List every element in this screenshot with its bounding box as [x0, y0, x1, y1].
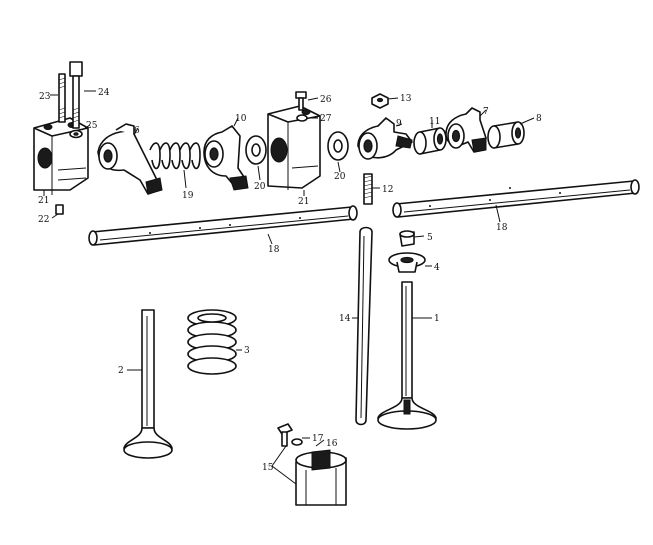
- label-27: 27: [320, 114, 332, 124]
- washer-25: [69, 129, 83, 139]
- rocker-pedestal-center: [267, 105, 321, 190]
- valve-2: [123, 309, 173, 459]
- label-15: 15: [262, 463, 274, 473]
- valve-spring-3: [187, 309, 237, 375]
- label-1: 1: [434, 314, 440, 324]
- label-22: 22: [38, 215, 49, 225]
- label-25: 25: [86, 121, 98, 131]
- washer-27: [296, 114, 308, 122]
- label-14: 14: [339, 314, 351, 324]
- label-17: 17: [312, 434, 324, 444]
- label-20-left: 20: [254, 182, 266, 192]
- label-24: 24: [98, 88, 110, 98]
- valve-cotter-5: [399, 230, 415, 247]
- label-26: 26: [320, 95, 332, 105]
- label-18-right: 18: [496, 223, 508, 233]
- label-16: 16: [326, 439, 338, 449]
- label-23: 23: [39, 92, 51, 102]
- label-13: 13: [400, 94, 412, 104]
- valve-1: [377, 281, 437, 430]
- label-5: 5: [427, 233, 433, 243]
- rocker-shaft-18-right: [392, 179, 640, 218]
- label-20-right: 20: [334, 172, 346, 182]
- screw-22: [55, 204, 64, 215]
- stud-23: [58, 73, 66, 123]
- screw-26: [295, 91, 307, 111]
- rocker-shaft-18-left: [88, 205, 358, 246]
- washer-17: [291, 438, 303, 446]
- rocker-arm-6: [97, 123, 163, 195]
- rocker-pedestal-left: [33, 117, 89, 195]
- part-labels: 23 24 25 6 19 10 20 21 22 26 27 13 21 20…: [38, 88, 542, 473]
- label-4: 4: [434, 263, 440, 273]
- label-21-center: 21: [298, 197, 309, 207]
- screw-15: [277, 423, 293, 447]
- rocker-arm-10: [203, 125, 249, 191]
- label-19: 19: [182, 191, 194, 201]
- rocker-arm-9: [357, 117, 413, 160]
- push-rod-14: [355, 226, 373, 426]
- label-10: 10: [235, 114, 247, 124]
- label-11: 11: [429, 117, 440, 127]
- label-2: 2: [118, 366, 124, 376]
- label-8: 8: [536, 114, 542, 124]
- spring-19: [149, 142, 201, 170]
- adjust-screw-12: [363, 173, 373, 205]
- leader-lines: [43, 90, 535, 485]
- bushing-11: [413, 127, 447, 155]
- washer-20-left: [245, 135, 267, 165]
- bushing-8: [487, 121, 525, 149]
- label-18-left: 18: [268, 245, 280, 255]
- spring-cap-4: [388, 252, 426, 273]
- label-9: 9: [396, 119, 402, 129]
- tappet-assembly-15: [295, 449, 347, 506]
- rocker-arm-7: [445, 107, 487, 153]
- bolt-24: [69, 61, 83, 129]
- label-12: 12: [382, 185, 393, 195]
- label-7: 7: [483, 107, 489, 117]
- nut-13: [371, 93, 389, 109]
- washer-20-right: [327, 131, 349, 161]
- label-3: 3: [244, 346, 250, 356]
- label-6: 6: [134, 126, 140, 136]
- label-21-left: 21: [38, 196, 49, 206]
